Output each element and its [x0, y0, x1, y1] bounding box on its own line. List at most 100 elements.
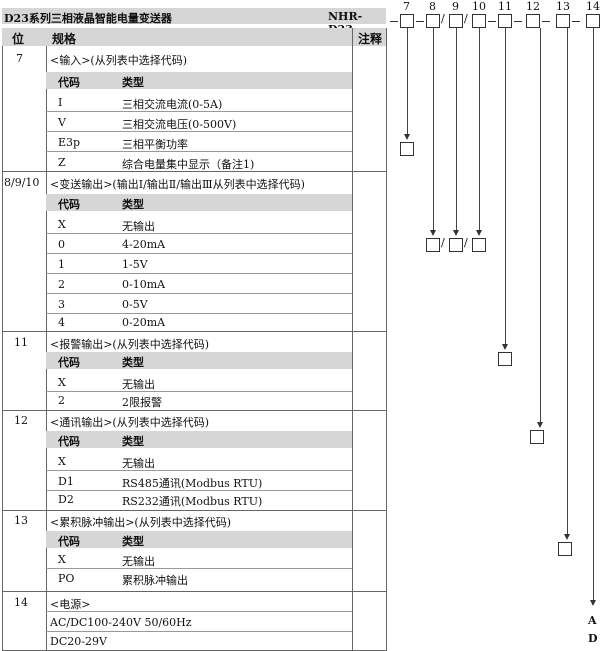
code-box-9[interactable]	[449, 14, 463, 28]
section-title-pulse: <累积脉冲输出>(从列表中选择代码)	[50, 516, 232, 529]
table-row-code: Z	[58, 156, 66, 169]
code-pos-label: 13	[556, 0, 570, 13]
code-box-11[interactable]	[498, 14, 512, 28]
select-box-input[interactable]	[400, 142, 414, 156]
section-divider	[2, 410, 386, 411]
col-code: 代码	[58, 356, 80, 369]
header-title-bar: D23系列三相液晶智能电量变送器 NHR-D23	[2, 8, 386, 36]
row-divider	[46, 313, 352, 314]
connector-line	[567, 28, 568, 536]
table-row-type: 无输出	[122, 555, 155, 568]
row-divider	[46, 470, 352, 471]
row-divider	[46, 233, 352, 234]
table-row-type: 0-20mA	[122, 316, 166, 329]
connector-line	[433, 28, 434, 232]
code-pos-label: 10	[472, 0, 486, 13]
table-border-right	[386, 28, 387, 651]
table-border-note	[352, 28, 353, 651]
section-pos-11: 11	[14, 336, 28, 349]
table-row-type: 三相平衡功率	[122, 138, 188, 151]
code-box-14[interactable]	[586, 14, 600, 28]
table-row-type: 0-10mA	[122, 278, 166, 291]
arrow-down-icon	[404, 134, 410, 140]
table-row-type: RS232通讯(Modbus RTU)	[122, 495, 263, 508]
subheader-comm	[46, 431, 352, 448]
code-pos-label: 12	[526, 0, 540, 13]
section-divider	[2, 591, 386, 592]
section-pos-7: 7	[16, 52, 23, 65]
connector-line	[540, 28, 541, 424]
section-title-power: <电源>	[50, 598, 91, 611]
row-divider	[46, 273, 352, 274]
row-divider	[46, 111, 352, 112]
row-divider	[46, 631, 352, 632]
section-pos-12: 12	[14, 414, 28, 427]
row-divider	[46, 611, 352, 612]
table-row-type: 4-20mA	[122, 238, 166, 251]
col-code: 代码	[58, 198, 80, 211]
select-box-pulse[interactable]	[558, 542, 572, 556]
side-letter-d: D	[588, 632, 598, 645]
table-row-code: X	[58, 376, 66, 389]
code-pos-label: 14	[586, 0, 600, 13]
subheader-pulse	[46, 531, 352, 548]
connector-line	[456, 28, 457, 232]
code-box-7[interactable]	[400, 14, 414, 28]
arrow-down-icon	[430, 230, 436, 236]
select-box-output-1[interactable]	[426, 238, 440, 252]
code-box-12[interactable]	[526, 14, 540, 28]
select-box-comm[interactable]	[530, 430, 544, 444]
select-box-output-3[interactable]	[472, 238, 486, 252]
col-type: 类型	[122, 76, 144, 89]
code-dash	[390, 21, 398, 22]
table-row-type: 无输出	[122, 220, 155, 233]
table-row-code: 1	[58, 258, 65, 271]
table-row-code: E3p	[58, 136, 81, 149]
connector-line	[593, 28, 594, 602]
code-slash: /	[464, 12, 468, 25]
table-row-code: PO	[58, 572, 75, 585]
code-pos-label: 9	[452, 0, 459, 13]
section-title-comm: <通讯输出>(从列表中选择代码)	[50, 416, 210, 429]
row-divider	[46, 151, 352, 152]
col-type: 类型	[122, 535, 144, 548]
code-pos-label: 8	[429, 0, 436, 13]
table-row-code: D1	[58, 475, 74, 488]
table-row-type: 三相交流电流(0-5A)	[122, 98, 223, 111]
table-row-type: RS485通讯(Modbus RTU)	[122, 477, 263, 490]
arrow-down-icon	[564, 534, 570, 540]
row-divider	[46, 131, 352, 132]
select-box-alarm[interactable]	[498, 352, 512, 366]
col-type: 类型	[122, 356, 144, 369]
table-row-code: I	[58, 96, 63, 109]
row-divider	[46, 490, 352, 491]
code-dash	[572, 21, 580, 22]
col-type: 类型	[122, 198, 144, 211]
arrow-down-icon	[537, 422, 543, 428]
table-row-code: 3	[58, 298, 65, 311]
section-divider	[2, 510, 386, 511]
section-title-input: <输入>(从列表中选择代码)	[50, 54, 188, 67]
code-dash	[514, 21, 522, 22]
code-box-10[interactable]	[472, 14, 486, 28]
section-pos-13: 13	[14, 514, 28, 527]
table-row-type: 无输出	[122, 378, 155, 391]
table-row-code: X	[58, 218, 66, 231]
section-divider	[2, 171, 386, 172]
code-box-13[interactable]	[556, 14, 570, 28]
table-row-code: 2	[58, 394, 65, 407]
code-slash: /	[441, 236, 445, 249]
select-box-output-2[interactable]	[449, 238, 463, 252]
row-divider	[46, 293, 352, 294]
code-pos-label: 7	[403, 0, 410, 13]
code-pos-label: 11	[498, 0, 512, 13]
code-dash	[488, 21, 496, 22]
table-row-type: 三相交流电压(0-500V)	[122, 118, 237, 131]
col-code: 代码	[58, 535, 80, 548]
code-box-8[interactable]	[426, 14, 440, 28]
table-row-code: X	[58, 553, 66, 566]
table-row-type: 累积脉冲输出	[122, 574, 188, 587]
code-slash: /	[441, 12, 445, 25]
section-title-transmit: <变送输出>(输出Ⅰ/输出Ⅱ/输出Ⅲ从列表中选择代码)	[50, 178, 305, 191]
subheader-alarm	[46, 352, 352, 369]
